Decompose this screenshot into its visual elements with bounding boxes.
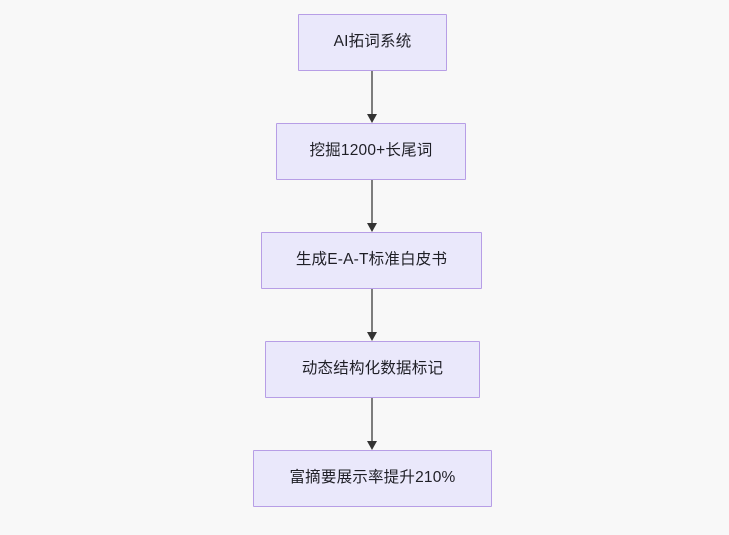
edge-line — [371, 180, 373, 223]
edge-line — [371, 398, 373, 441]
arrow-head-icon — [367, 441, 377, 450]
flow-node-label: 动态结构化数据标记 — [301, 360, 444, 378]
flow-node-dynamic-structured-data-markup[interactable]: 动态结构化数据标记 — [265, 341, 480, 398]
edge-line — [371, 71, 373, 114]
flow-node-mine-longtail-keywords[interactable]: 挖掘1200+长尾词 — [276, 123, 466, 180]
arrow-head-icon — [367, 114, 377, 123]
flow-node-generate-eat-whitepaper[interactable]: 生成E-A-T标准白皮书 — [261, 232, 482, 289]
flow-node-label: 富摘要展示率提升210% — [289, 469, 456, 487]
arrow-head-icon — [367, 223, 377, 232]
flow-node-label: 生成E-A-T标准白皮书 — [295, 251, 448, 269]
flow-node-rich-snippet-impression-lift[interactable]: 富摘要展示率提升210% — [253, 450, 492, 507]
flow-node-label: 挖掘1200+长尾词 — [309, 142, 433, 160]
flow-node-ai-keyword-system[interactable]: AI拓词系统 — [298, 14, 447, 71]
edge-line — [371, 289, 373, 332]
flow-node-label: AI拓词系统 — [333, 33, 412, 51]
arrow-head-icon — [367, 332, 377, 341]
